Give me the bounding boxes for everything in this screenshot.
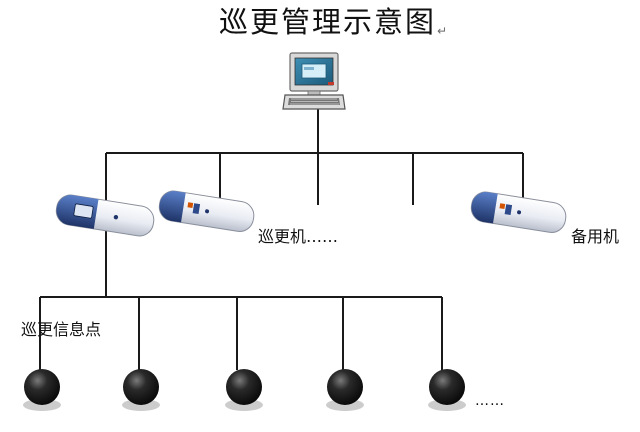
desktop-computer-icon: [282, 52, 346, 110]
spare-reader-label: 备用机: [571, 227, 620, 246]
reader-label: 巡更机……: [258, 227, 339, 246]
checkpoint-button-icon: [225, 369, 263, 411]
patrol-reader-icon: [55, 194, 155, 237]
checkpoint-button-icon: [428, 369, 466, 411]
checkpoints: [23, 369, 466, 411]
checkpoint-label: 巡更信息点: [21, 320, 102, 339]
checkpoint-button-icon: [326, 369, 364, 411]
return-mark: ↵: [437, 24, 448, 38]
connection-lines: [39, 108, 524, 370]
checkpoint-button-icon: [23, 369, 61, 411]
diagram-title: 巡更管理示意图↵: [219, 5, 448, 39]
checkpoint-button-icon: [122, 369, 160, 411]
diagram-title-text: 巡更管理示意图: [219, 5, 437, 39]
patrol-reader-icon: [470, 191, 567, 233]
more-checkpoints-label: ……: [475, 393, 505, 409]
patrol-reader-icon: [158, 190, 255, 232]
